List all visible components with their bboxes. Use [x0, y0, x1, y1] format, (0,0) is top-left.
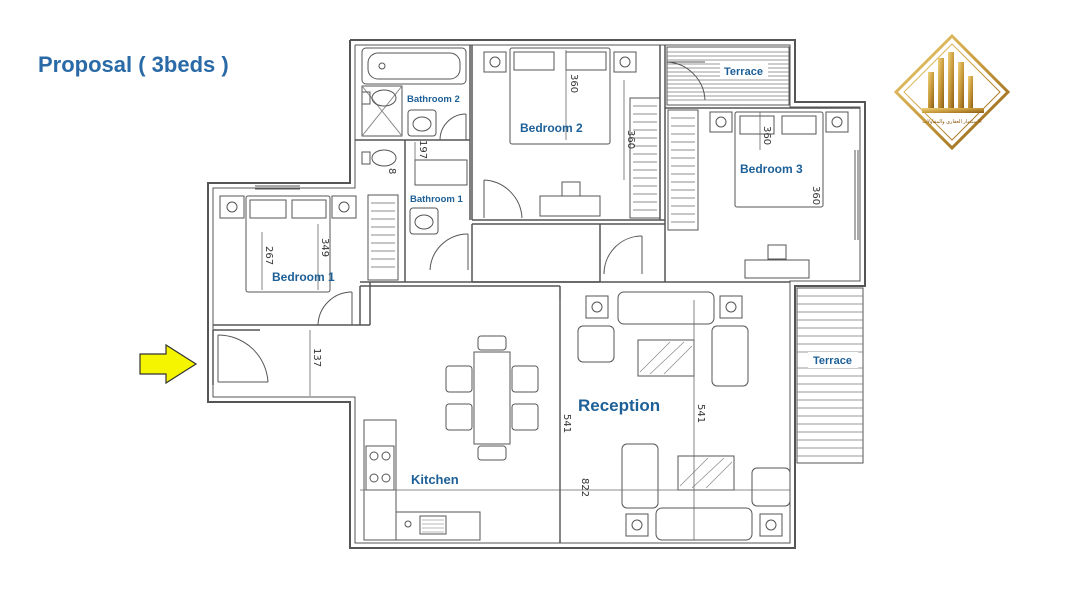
room-label-bedroom-2: Bedroom 2 [520, 121, 583, 135]
bedroom-3-furniture [603, 109, 859, 279]
room-label-bedroom-1: Bedroom 1 [272, 270, 335, 284]
page-title: Proposal ( 3beds ) [38, 52, 229, 77]
dimension-label: 197 [417, 140, 428, 159]
bedroom-2-furniture [483, 47, 661, 219]
dimension-label: 360 [625, 130, 636, 149]
bathroom-1-fixtures [409, 159, 469, 271]
bathroom-2-fixtures [361, 47, 467, 167]
dimension-label: 137 [311, 348, 322, 367]
outer-walls [207, 39, 866, 549]
living-furniture [577, 291, 791, 541]
dimension-label: 360 [810, 186, 821, 205]
company-logo: الاستثمار العقاري والمقاولات [893, 33, 1011, 151]
dimension-label: 360 [568, 74, 579, 93]
room-label-terrace-right: Terrace [813, 355, 852, 367]
dimension-label: 349 [319, 238, 330, 257]
room-label-bedroom-3: Bedroom 3 [740, 162, 803, 176]
bedroom-1-furniture [219, 185, 399, 326]
dimension-label: 541 [695, 404, 706, 423]
entrance-door [217, 334, 269, 383]
dimension-label: 360 [761, 126, 772, 145]
room-label-kitchen: Kitchen [411, 472, 459, 487]
dimension-label: 8 [386, 168, 397, 174]
interior-walls [212, 45, 860, 543]
dining-set [445, 335, 539, 461]
room-label-bathroom-1: Bathroom 1 [410, 194, 464, 205]
dimension-label: 822 [579, 478, 590, 497]
terrace-right [796, 287, 864, 464]
entrance-arrow-icon [139, 343, 198, 385]
dimension-label: 267 [263, 246, 274, 265]
room-label-reception: Reception [578, 396, 660, 415]
room-label-bathroom-2: Bathroom 2 [407, 94, 460, 105]
dimension-label: 541 [561, 414, 572, 433]
dimension-lines [261, 50, 790, 540]
room-label-terrace-top: Terrace [724, 66, 763, 78]
logo-caption: الاستثمار العقاري والمقاولات [922, 119, 981, 125]
terrace-top [666, 46, 790, 106]
